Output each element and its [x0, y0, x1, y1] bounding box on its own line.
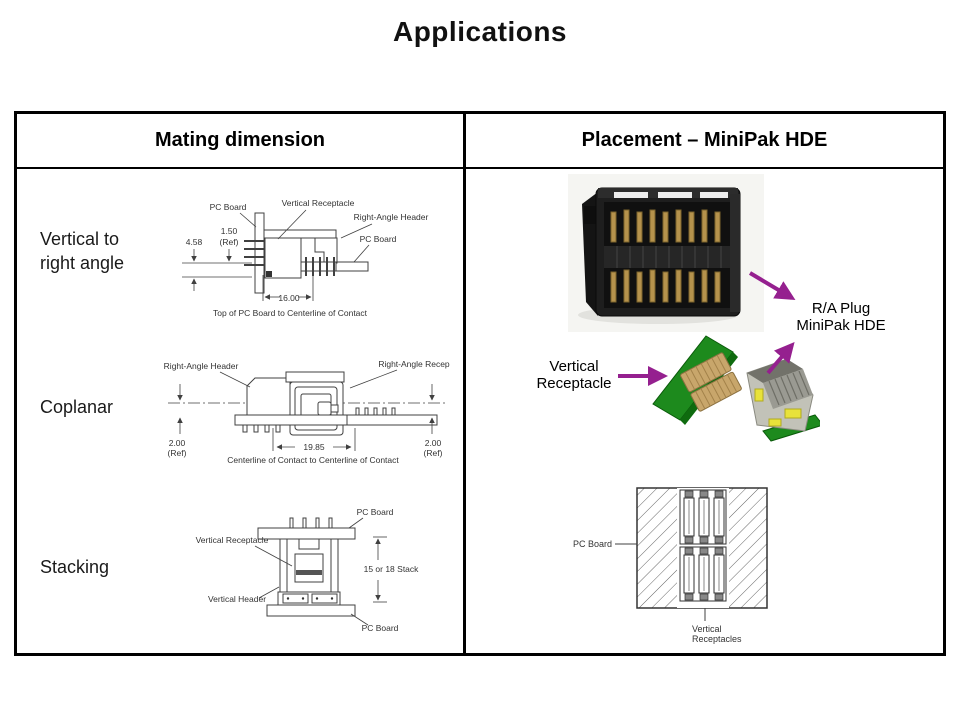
applications-table: Mating dimension Placement – MiniPak HDE… — [14, 111, 946, 656]
left-pc-board — [234, 414, 348, 426]
mating-dimension-cell: Vertical to right angle Coplanar Stackin… — [17, 169, 463, 653]
ra-plug-label-line: R/A Plug — [811, 300, 871, 317]
d3-pc-board-bottom-label: PC Board — [362, 623, 399, 633]
d1-vertical-receptacle-label: Vertical Receptacle — [282, 198, 355, 208]
placement-pc-board-label: PC Board — [573, 539, 612, 549]
d2-dim-19-85: 19.85 — [303, 442, 325, 452]
d2-dim-right: 2.00 — [425, 438, 442, 448]
column-header-placement: Placement – MiniPak HDE — [581, 129, 828, 151]
row-label-stacking: Stacking — [40, 557, 110, 577]
upper-receptacle — [679, 489, 727, 545]
placement-receptacles-label-line2: Receptacles — [692, 634, 742, 644]
d3-stack-dim-label: 15 or 18 Stack — [364, 564, 420, 574]
ra-plug-label: R/A Plug MiniPak HDE — [765, 300, 917, 335]
vertical-receptacle-label: Vertical Receptacle — [513, 358, 635, 393]
table-header-divider — [17, 167, 943, 169]
right-angle-header-body — [246, 377, 291, 416]
table-vertical-divider — [463, 114, 466, 653]
placement-receptacles-label-line1: Vertical — [692, 624, 722, 634]
column-header-mating-dimension: Mating dimension — [155, 129, 325, 151]
vertical-receptacle-label-line: Receptacle — [536, 375, 612, 393]
page-title: Applications — [392, 16, 567, 47]
d2-right-angle-recep-label: Right-Angle Recep — [378, 359, 450, 369]
ra-plug-connector-photo — [568, 174, 764, 332]
bottom-pc-board — [266, 604, 356, 617]
d2-caption: Centerline of Contact to Centerline of C… — [227, 455, 399, 465]
gold-pins-top-row — [610, 209, 721, 243]
d1-dim-4-58: 4.58 — [186, 237, 203, 247]
placement-cell: R/A Plug MiniPak HDE Vertical Receptacle — [466, 169, 943, 653]
row-label-vertical-to-right-angle: Vertical to right angle — [40, 227, 124, 276]
coplanar-diagram: Right-Angle Header Right-Angle Recep 2.0… — [164, 359, 450, 465]
ra-plug-label-line: MiniPak HDE — [796, 317, 886, 335]
d2-dim-left: 2.00 — [169, 438, 186, 448]
d1-right-angle-header-label: Right-Angle Header — [354, 212, 429, 222]
top-pc-board — [257, 527, 356, 540]
arrow-to-ra-plug-label — [748, 271, 796, 301]
tan-connector-blocks — [680, 352, 742, 412]
gold-pins-bottom-row — [610, 269, 721, 303]
stacked-receptacles-placement-diagram: PC Board Vertical Receptacles — [573, 487, 768, 644]
vertical-receptacle-assembly-render — [652, 335, 820, 442]
d1-dim-1-50: 1.50 — [221, 226, 238, 236]
d3-vertical-receptacle-label: Vertical Receptacle — [196, 535, 269, 545]
d1-dim-1-50-ref: (Ref) — [220, 237, 239, 247]
lower-receptacle — [679, 546, 727, 602]
d1-pc-board-top-label: PC Board — [210, 202, 247, 212]
right-pc-board — [346, 414, 438, 426]
vertical-to-right-angle-diagram: PC Board Vertical Receptacle Right-Angle… — [182, 198, 429, 318]
row-label-line: right angle — [40, 253, 125, 274]
horizontal-pc-board-section — [335, 261, 369, 272]
d1-pc-board-right-label: PC Board — [360, 234, 397, 244]
d2-dim-left-ref: (Ref) — [168, 448, 187, 458]
d1-caption: Top of PC Board to Centerline of Contact — [213, 308, 368, 318]
annotation-arrows — [618, 271, 796, 386]
vertical-receptacle-label-line: Vertical — [549, 358, 599, 375]
row-label-coplanar: Coplanar — [40, 397, 114, 417]
stacking-diagram: PC Board Vertical Receptacle Vertical He… — [196, 507, 420, 633]
d2-dim-right-ref: (Ref) — [424, 448, 443, 458]
d3-vertical-header-label: Vertical Header — [208, 594, 266, 604]
row-label-line: Vertical to — [40, 229, 120, 249]
d2-right-angle-header-label: Right-Angle Header — [164, 361, 239, 371]
d3-pc-board-top-label: PC Board — [357, 507, 394, 517]
vertical-pc-board-section — [254, 212, 265, 294]
arrow-from-assembly-to-ra-plug-label — [766, 341, 795, 375]
d1-dim-16-00: 16.00 — [278, 293, 300, 303]
